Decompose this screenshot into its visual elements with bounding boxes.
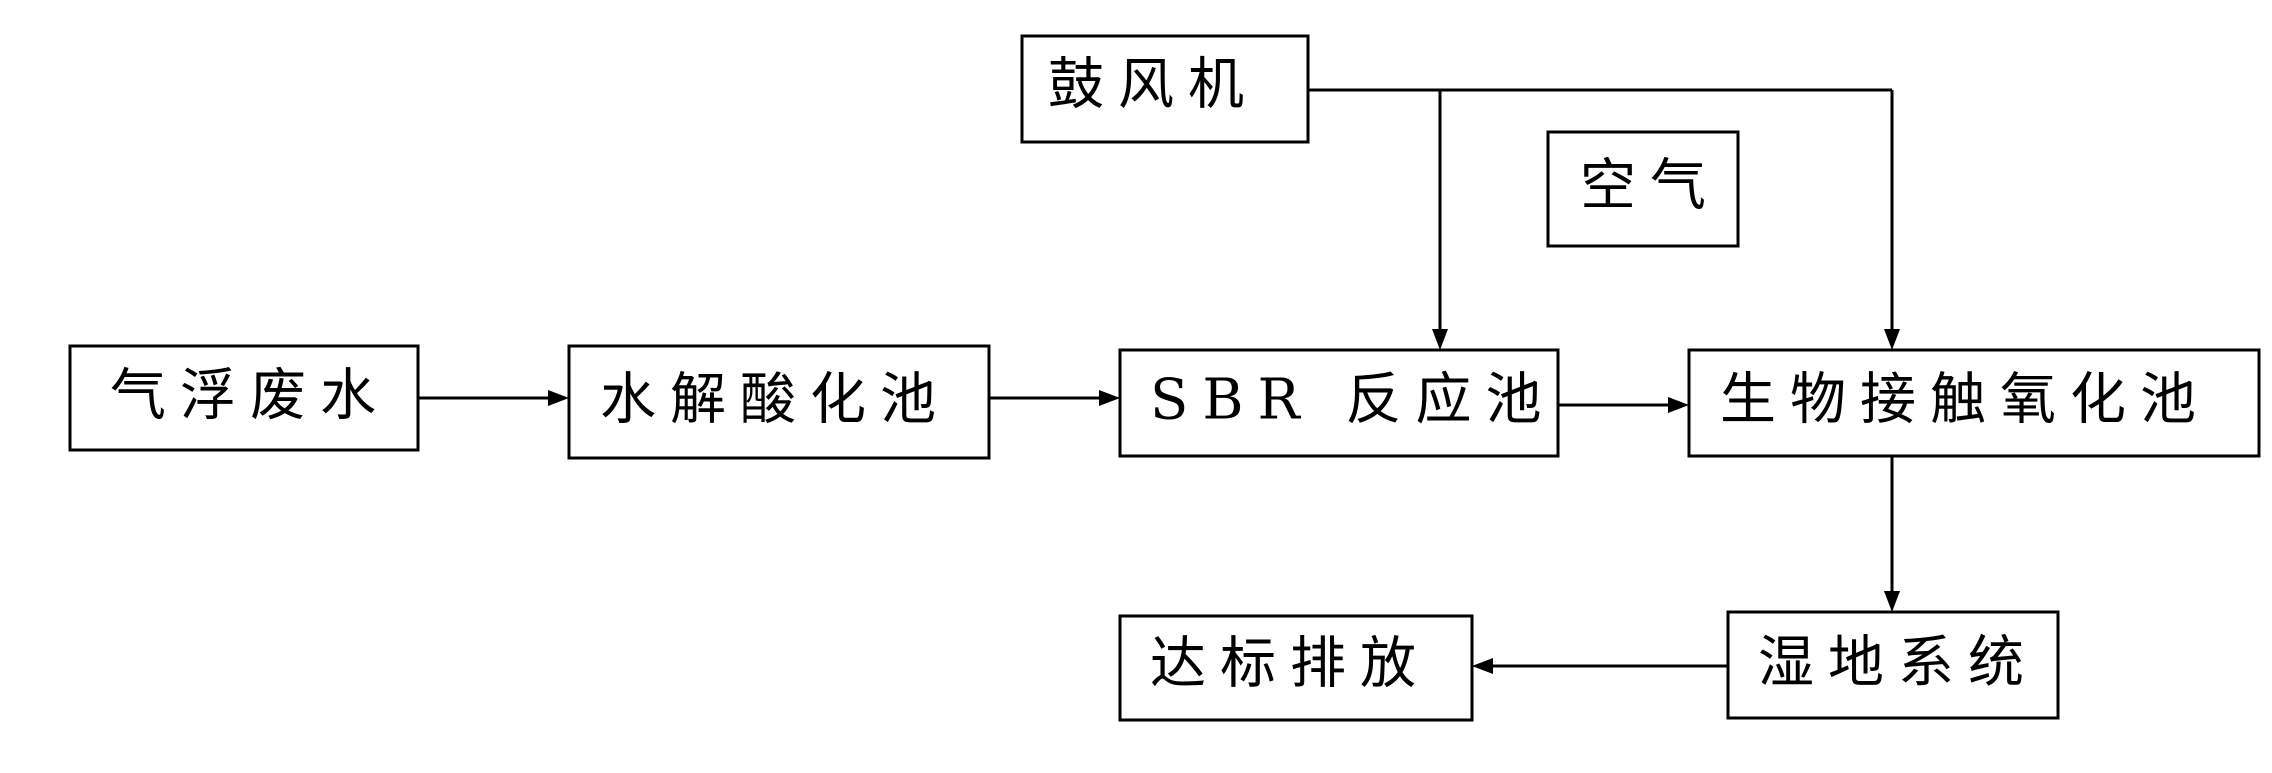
node-blower: 鼓风机 bbox=[1020, 34, 1310, 144]
node-bio-contact-oxidation-tank-label: 生物接触氧化池 bbox=[1720, 368, 2210, 433]
node-sbr-reactor-label: SBR 反应池 bbox=[1150, 368, 1555, 433]
edge-wetland-to-discharge bbox=[1472, 658, 1728, 674]
node-flotation-wastewater-label: 气浮废水 bbox=[110, 364, 390, 429]
node-hydrolysis-acidification-tank: 水解酸化池 bbox=[567, 344, 991, 460]
node-hydrolysis-acidification-tank-label: 水解酸化池 bbox=[600, 368, 950, 433]
node-sbr-reactor: SBR 反应池 bbox=[1118, 348, 1560, 458]
node-flotation-wastewater: 气浮废水 bbox=[68, 344, 420, 452]
edge-blower-air-lines bbox=[1308, 88, 1900, 350]
node-wetland-system-label: 湿地系统 bbox=[1758, 631, 2038, 696]
node-discharge-label: 达标排放 bbox=[1150, 632, 1430, 697]
node-air: 空气 bbox=[1546, 130, 1740, 248]
edge-bio-oxidation-to-wetland bbox=[1884, 456, 1900, 612]
node-air-label: 空气 bbox=[1580, 154, 1720, 219]
node-wetland-system: 湿地系统 bbox=[1726, 610, 2060, 720]
edge-sbr-to-bio-oxidation bbox=[1558, 397, 1689, 413]
node-blower-label: 鼓风机 bbox=[1048, 53, 1258, 118]
edge-hydrolysis-to-sbr bbox=[989, 390, 1120, 406]
node-bio-contact-oxidation-tank: 生物接触氧化池 bbox=[1687, 348, 2261, 458]
edge-flotation-to-hydrolysis bbox=[418, 390, 569, 406]
node-discharge: 达标排放 bbox=[1118, 614, 1474, 722]
